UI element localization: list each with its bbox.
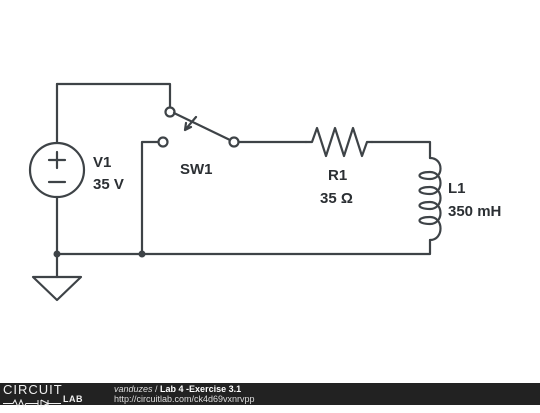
r1-value: 35 Ω <box>320 190 353 207</box>
wire-r1-to-l1 <box>370 140 432 160</box>
circuitlab-logo: CIRCUIT <box>3 382 63 397</box>
l1-value: 350 mH <box>448 203 501 220</box>
circuit-title: Lab 4 -Exercise 3.1 <box>160 384 242 394</box>
resistor-r1 <box>304 126 374 158</box>
resistor-logo-icon <box>3 398 61 409</box>
inductor-l1 <box>418 156 442 242</box>
switch-sw1 <box>157 106 240 148</box>
wire-ground-return <box>55 238 432 256</box>
wire-top-left <box>55 82 172 109</box>
circuitlab-logo-sub: LAB <box>3 394 93 409</box>
switch-lever <box>172 111 232 142</box>
switch-arrow-icon <box>183 115 198 132</box>
author-link[interactable]: vanduzes <box>114 384 153 394</box>
ground-icon <box>31 275 83 302</box>
circuitlab-logo-lab: LAB <box>63 394 83 404</box>
junction-dot <box>138 250 146 258</box>
circuit-schematic: V1 35 V SW1 R1 35 Ω L1 350 mH <box>28 82 501 302</box>
plus-icon <box>47 150 67 170</box>
junction-dot <box>53 250 61 258</box>
circuit-url-link[interactable]: http://circuitlab.com/ck4d69vxnrvpp <box>114 394 255 404</box>
v1-label: V1 <box>93 154 111 171</box>
wire-switch-lower <box>140 140 160 256</box>
voltage-source-v1 <box>28 141 86 199</box>
footer-separator: / <box>152 384 161 394</box>
sw1-label: SW1 <box>180 161 213 178</box>
footer-title-line: vanduzes / Lab 4 -Exercise 3.1 <box>114 384 241 394</box>
v1-value: 35 V <box>93 176 124 193</box>
footer-bar: CIRCUIT LAB vanduzes / Lab 4 -Exercise 3… <box>0 382 540 409</box>
l1-label: L1 <box>448 180 466 197</box>
r1-label: R1 <box>328 167 347 184</box>
